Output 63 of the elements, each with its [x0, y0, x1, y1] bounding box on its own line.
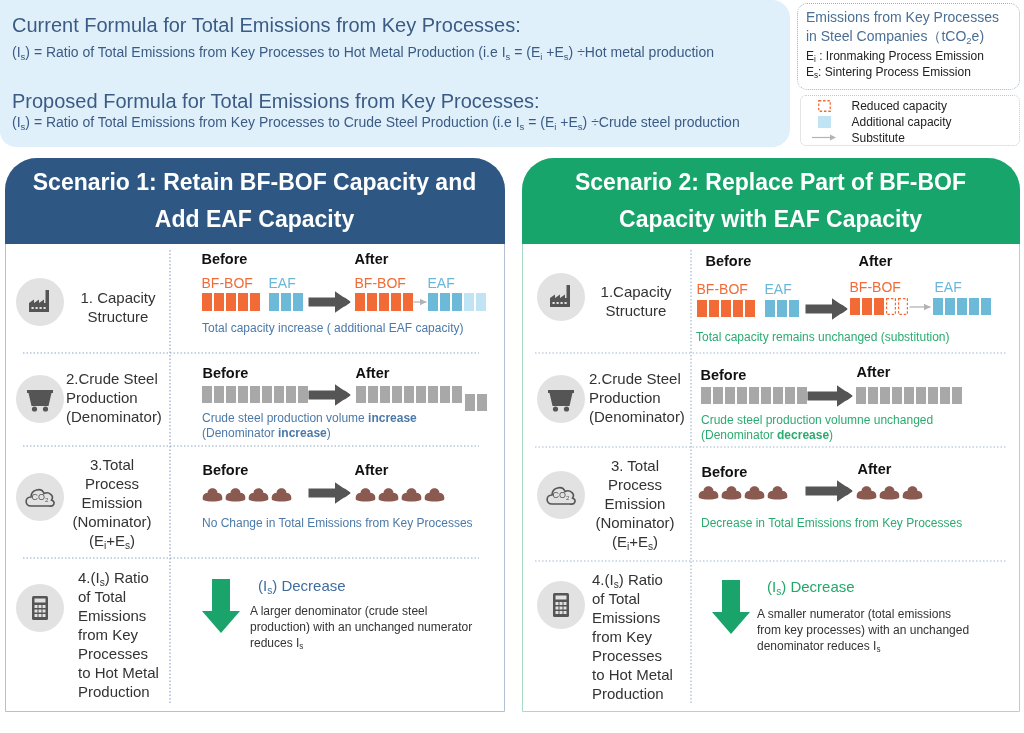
stage-label: Before	[202, 461, 249, 479]
row-label: 4.(I$_{s}$) Ratio of Total Emissions from Key Processes to Hot Metal Production	[78, 568, 160, 701]
row-caption: Crude steel production volumne unchanged (Denominator decrease)	[701, 413, 935, 443]
stage-label: After	[355, 364, 390, 382]
stage-label: Before	[701, 463, 748, 481]
row-label: 2.Crude Steel Production (Denominator)	[589, 369, 686, 426]
row-caption: Total capacity increase ( additional EAF capacity)	[202, 321, 465, 336]
legend-label: Additional capacity	[851, 114, 952, 129]
process-label: EAF	[764, 280, 792, 298]
stage-label: Before	[700, 366, 747, 384]
row-label: 1. Capacity Structure	[79, 288, 157, 326]
result-text: A larger denominator (crude steel production) with an unchanged numerator reduces I$_{s}$	[250, 603, 474, 651]
process-label: EAF	[268, 274, 296, 292]
process-label: BF-BOF	[201, 274, 253, 292]
definition-text: E$_{i}$ : Ironmaking Process Emission	[806, 49, 984, 64]
stage-label: After	[856, 363, 891, 381]
row-label: 1.Capacity Structure	[599, 282, 673, 320]
stage-label: Before	[201, 250, 248, 268]
block-arrow	[308, 482, 351, 504]
formula-text: (I$_{s}$) = Ratio of Total Emissions from Key Processes to Crude Steel Production (i.e I$_{s}$ = (E$_{i}$ +E$_{s}$) ÷Crude steel production	[12, 114, 740, 131]
row-label: 3.Total Process Emission (Nominator) (E$_{i}$+E$_{s}$)	[71, 455, 153, 550]
formula-heading: Current Formula for Total Emissions from Key Processes:	[12, 13, 521, 37]
co2-label: CO$_{2}$	[30, 492, 50, 503]
row-label: 2.Crude Steel Production (Denominator)	[66, 369, 163, 426]
block-arrow	[805, 298, 848, 320]
stage-label: Before	[705, 252, 752, 270]
stage-label: After	[857, 460, 892, 478]
legend-label: Substitute	[851, 130, 905, 145]
formula-text: (I$_{s}$) = Ratio of Total Emissions from Key Processes to Hot Metal Production (i.e I$_{s}$ = (E$_{i}$ +E$_{s}$) ÷Hot metal production	[12, 44, 714, 61]
row-caption: No Change in Total Emissions from Key Processes	[202, 516, 474, 531]
row-caption: Decrease in Total Emissions from Key Processes	[701, 516, 964, 531]
scenario-panel	[5, 158, 505, 712]
stage-label: After	[354, 250, 389, 268]
definition-heading: Emissions from Key Processes in Steel Companies（tCO$_{2}$e)	[806, 8, 1000, 46]
row-caption: Crude steel production volume increase (Denominator increase)	[202, 411, 418, 441]
row-label: 4.(I$_{s}$) Ratio of Total Emissions from Key Processes to Hot Metal Production	[592, 570, 674, 703]
process-label: EAF	[427, 274, 455, 292]
stage-label: Before	[202, 364, 249, 382]
co2-label: CO$_{2}$	[551, 490, 571, 501]
block-arrow	[308, 291, 351, 313]
block-arrow	[805, 480, 853, 502]
process-label: EAF	[934, 278, 962, 296]
formula-panel	[0, 0, 790, 147]
definition-text: E$_{s}$: Sintering Process Emission	[806, 65, 971, 80]
block-arrow	[807, 385, 853, 407]
scenario-title: Scenario 1: Retain BF-BOF Capacity and Add EAF Capacity	[4, 157, 505, 244]
stage-label: After	[858, 252, 893, 270]
process-label: BF-BOF	[354, 274, 406, 292]
scenario-panel	[522, 158, 1020, 712]
scenario-title: Scenario 2: Replace Part of BF-BOF Capacity with EAF Capacity	[521, 157, 1020, 244]
process-label: BF-BOF	[696, 280, 748, 298]
arrow	[908, 303, 932, 311]
row-caption: Total capacity remains unchanged (substitution)	[696, 330, 951, 345]
result-text: A smaller numerator (total emissions from key processes) with an unchanged denominator reduces I$_{s}$	[757, 606, 971, 654]
stage-label: After	[354, 461, 389, 479]
result-heading: (I$_{s}$) Decrease	[258, 577, 346, 595]
result-heading: (I$_{s}$) Decrease	[767, 578, 855, 596]
arrow	[412, 298, 428, 306]
formula-heading: Proposed Formula for Total Emissions from Key Processes:	[12, 89, 540, 113]
block-arrow	[308, 384, 351, 406]
legend-label: Reduced capacity	[851, 98, 947, 113]
process-label: BF-BOF	[849, 278, 901, 296]
row-label: 3. Total Process Emission (Nominator) (E$_{i}$+E$_{s}$)	[594, 456, 676, 551]
